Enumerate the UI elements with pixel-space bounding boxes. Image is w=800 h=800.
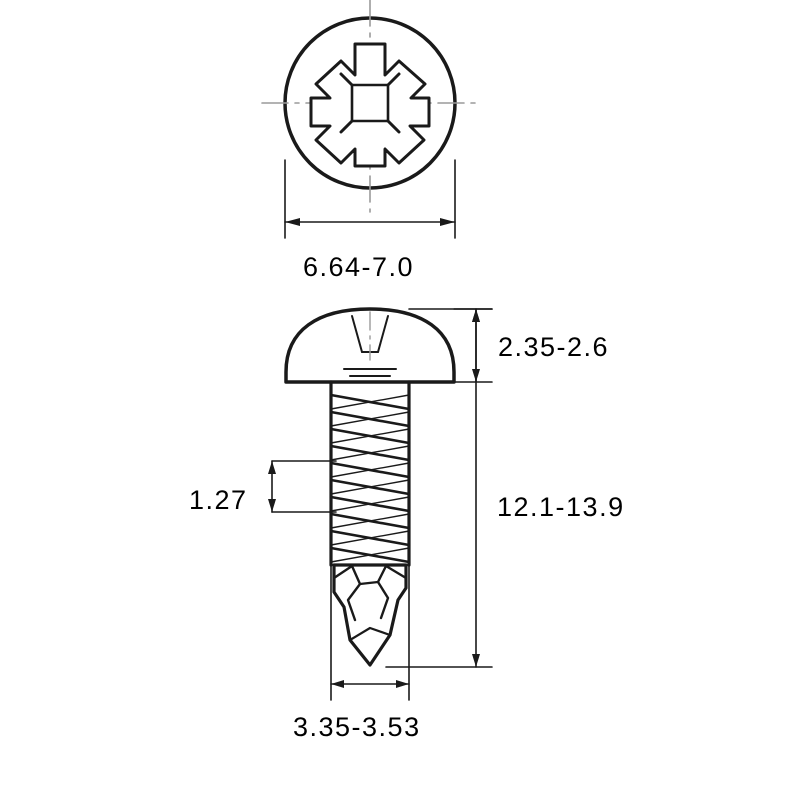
dim-head-height-label: 2.35-2.6 [498,332,610,362]
dim-head-diameter-label: 6.64-7.0 [303,252,415,282]
thread-pitch-dimension [268,460,337,513]
dim-thread-pitch-label: 1.27 [189,485,248,515]
dim-overall-length-label: 12.1-13.9 [497,492,625,522]
screw-thread-profile [329,393,411,564]
dim-shank-diameter-label: 3.35-3.53 [293,712,421,742]
shank-diameter-dimension [330,564,410,701]
overall-length-dimension [385,308,493,668]
self-drilling-point [332,563,408,667]
phillips-cross-recess [309,42,431,168]
head-diameter-dimension [284,159,456,239]
head-recess-marks [343,315,397,377]
